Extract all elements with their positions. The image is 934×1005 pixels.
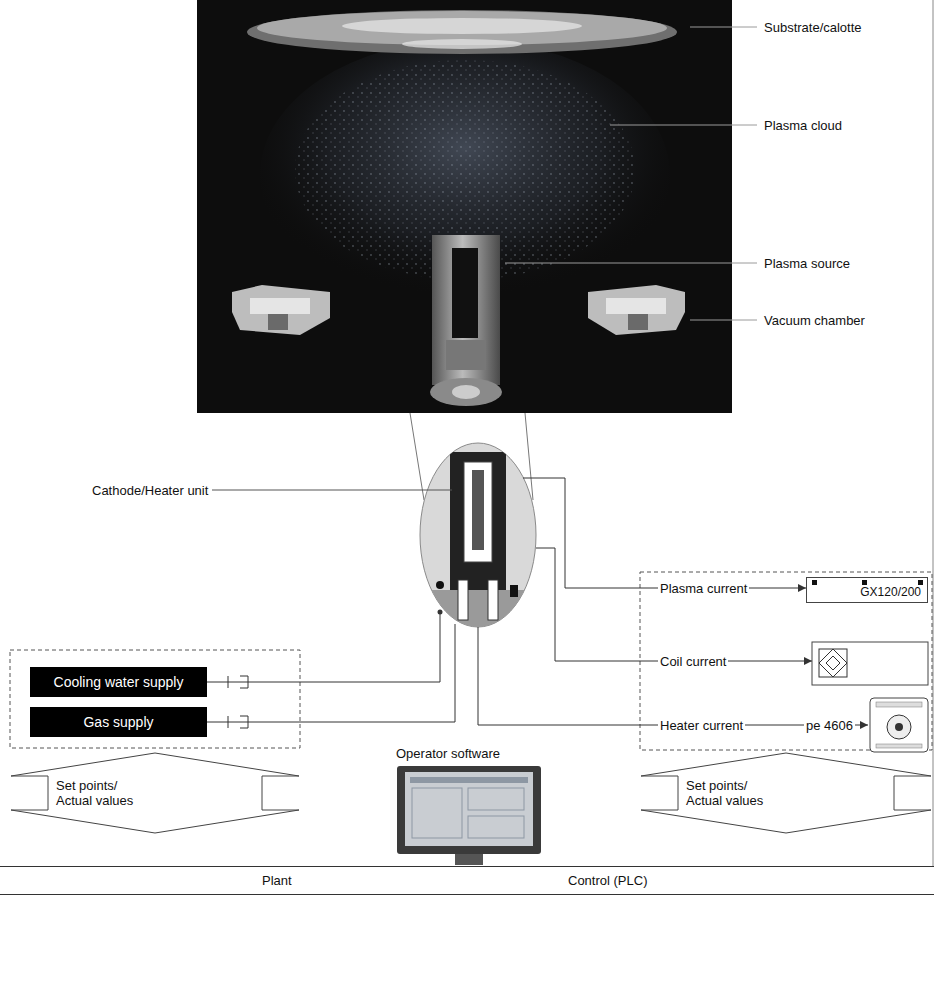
substrate-disk (247, 10, 677, 54)
monitor-frame (397, 766, 541, 854)
caption-label: Operator software (396, 746, 500, 761)
supply-box: Gas supply (30, 707, 207, 737)
part-label: Vacuum chamber (764, 313, 865, 328)
substrate-glint (402, 39, 522, 49)
coil-supply-device (812, 642, 928, 685)
power-supply-box: GX120/200 (806, 577, 928, 603)
device-label: pe 4606 (804, 718, 855, 733)
monitor-stand (455, 854, 483, 865)
arrow-shape (11, 753, 299, 833)
double-arrow: Set points/ Actual values (10, 752, 300, 834)
part-label: Plasma source (764, 256, 850, 271)
supply-wire (207, 722, 228, 723)
signal-label: Plasma current (658, 581, 749, 596)
chamber-fixture-left (232, 285, 330, 335)
wire-tip (804, 657, 812, 665)
heater-supply-panel (876, 744, 922, 748)
gas-port (510, 585, 518, 597)
part-label: Cathode/Heater unit (92, 483, 208, 498)
frame-line (933, 0, 934, 866)
coil-current-wire (536, 548, 812, 661)
box-text: Cooling water supply (54, 674, 184, 690)
control-band: Plant Control (PLC) (0, 866, 934, 895)
coil-supply-icon (819, 649, 847, 677)
leader-line (610, 125, 757, 126)
supply-wire (207, 682, 228, 683)
chamber-fixture-left-face (250, 298, 310, 314)
cathode-insert (464, 462, 492, 562)
box-text: Gas supply (83, 714, 153, 730)
chamber-fixture-right-slot (628, 314, 648, 330)
plasma-source-flange (452, 385, 480, 399)
device-led (862, 580, 867, 585)
heater-supply-device (870, 698, 928, 752)
water-line (248, 612, 440, 682)
heater-supply-panel (876, 702, 922, 707)
water-port (436, 581, 444, 589)
part-label: Substrate/calotte (764, 20, 862, 35)
double-arrow: Set points/ Actual values (640, 752, 932, 834)
screen-panel (468, 788, 524, 810)
wire-dot (438, 610, 443, 615)
plasma-source-foot (430, 378, 502, 406)
band-text: Plant (262, 873, 292, 888)
pipe-fitting (228, 716, 248, 728)
signal-label: Heater current (658, 718, 745, 733)
band-text: Control (PLC) (568, 873, 647, 888)
plasma-source-slot (452, 248, 478, 338)
feedthrough (488, 580, 498, 620)
box-text: GX120/200 (860, 585, 921, 599)
plasma-source-base (446, 340, 486, 370)
device-led (918, 580, 923, 585)
heater-current-wire (478, 627, 868, 725)
wire-tip (860, 721, 868, 729)
coil-supply-pattern (819, 649, 847, 677)
heater-element (472, 470, 484, 550)
signal-label: Coil current (658, 654, 728, 669)
screen-titlebar (410, 777, 528, 783)
plasma-current-wire (523, 478, 806, 588)
cathode-heater-drawing (426, 452, 530, 630)
device-led (812, 580, 817, 585)
wire-tip (798, 584, 806, 592)
arrow-text: Set points/ Actual values (686, 778, 782, 808)
monitor-screen (405, 772, 533, 846)
leader-line (690, 320, 757, 321)
chamber-fixture-right-face (606, 298, 666, 314)
arrow-text: Set points/ Actual values (56, 778, 152, 808)
leader-line (212, 490, 452, 491)
supply-group-frame (10, 650, 300, 748)
screen-panel (468, 816, 524, 838)
leader-line (505, 263, 757, 264)
chamber-photo (197, 0, 732, 413)
supply-box: Cooling water supply (30, 667, 207, 697)
screen-panel (412, 788, 462, 838)
chamber-fixture-right (588, 285, 685, 335)
zoom-line (410, 413, 424, 500)
heater-supply-knob-center (895, 723, 903, 731)
leader-line (690, 27, 757, 28)
chamber-fixture-left-slot (268, 314, 288, 330)
feedthrough (458, 580, 468, 620)
arrow-shape (641, 753, 931, 833)
pipe-fitting (228, 676, 248, 688)
part-label: Plasma cloud (764, 118, 842, 133)
arrow-outline (10, 752, 300, 834)
arrow-outline (640, 752, 932, 834)
plasma-source-body (432, 235, 500, 385)
heater-supply-knob (887, 715, 911, 739)
substrate-highlight (342, 18, 582, 34)
gas-line (248, 624, 455, 722)
